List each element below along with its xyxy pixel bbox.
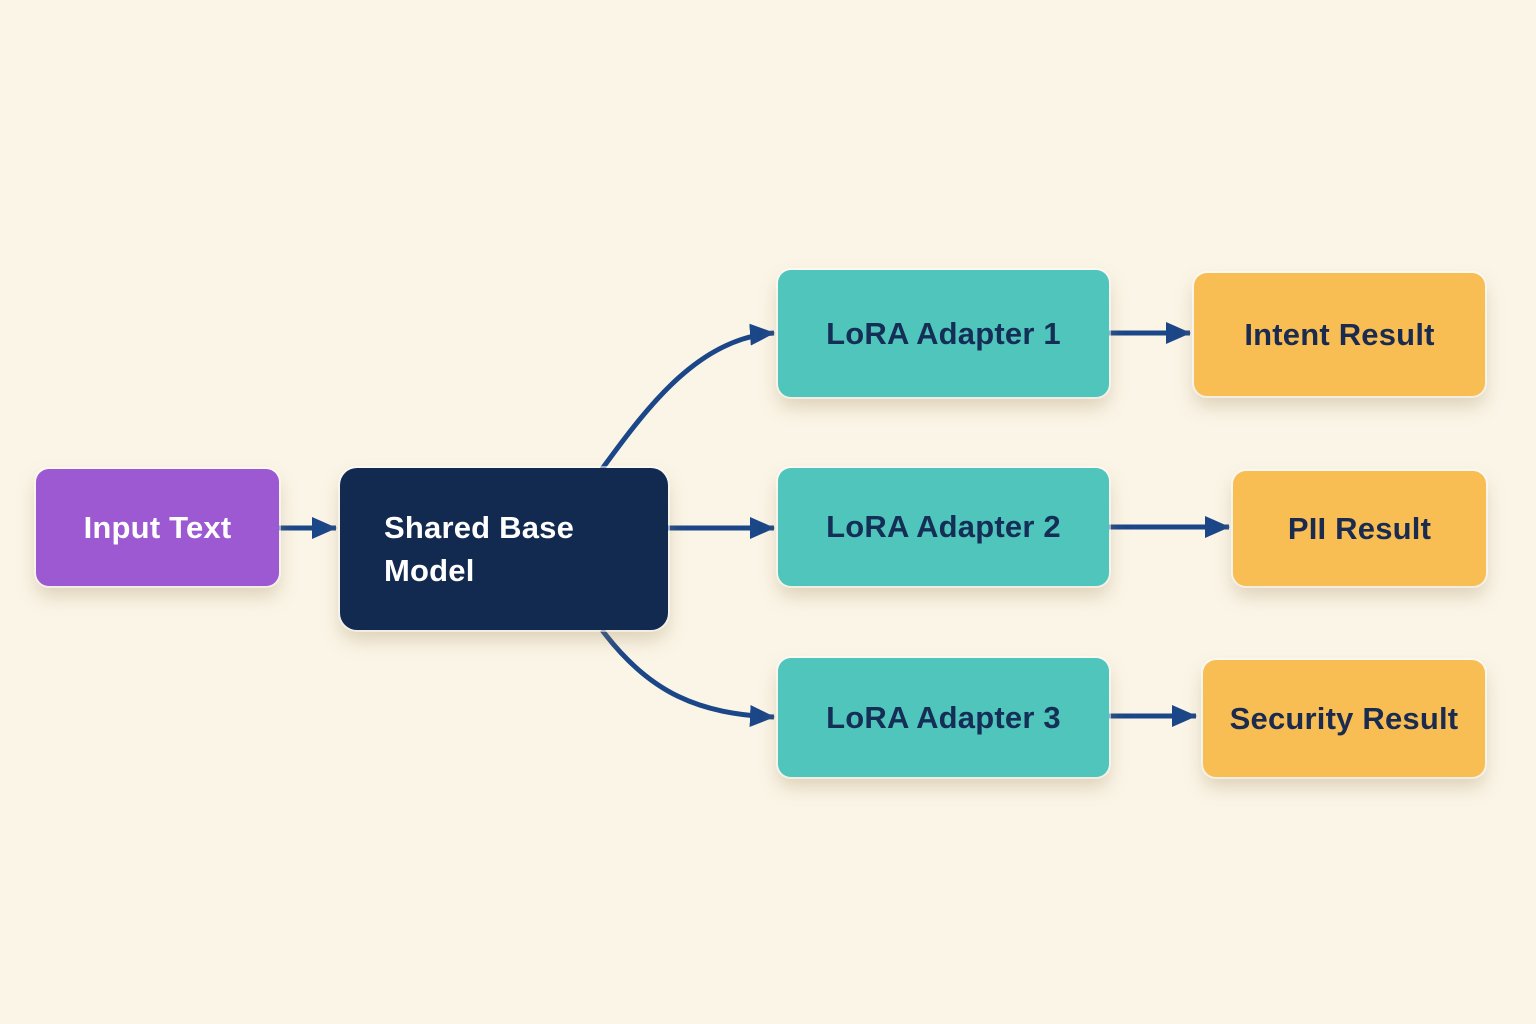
node-shared-base-model: Shared Base Model — [340, 468, 668, 630]
node-pii-result-label: PII Result — [1287, 510, 1432, 546]
node-lora-adapter-2: LoRA Adapter 2 — [778, 468, 1109, 586]
node-security-result: Security Result — [1203, 660, 1485, 777]
node-intent-result: Intent Result — [1194, 273, 1485, 396]
node-intent-result-label: Intent Result — [1244, 316, 1435, 352]
node-shared-base-model-label: Shared Base Model — [384, 509, 575, 588]
node-lora-adapter-3: LoRA Adapter 3 — [778, 658, 1109, 777]
node-lora-adapter-2-label: LoRA Adapter 2 — [826, 509, 1061, 545]
edge-base-to-adapter1 — [599, 323, 775, 471]
node-lora-adapter-1-label: LoRA Adapter 1 — [826, 315, 1061, 351]
node-input-text: Input Text — [36, 469, 279, 586]
node-lora-adapter-3-label: LoRA Adapter 3 — [826, 699, 1061, 735]
node-pii-result: PII Result — [1233, 471, 1486, 586]
node-security-result-label: Security Result — [1229, 700, 1459, 736]
edge-base-to-adapter3 — [600, 628, 775, 728]
node-input-text-label: Input Text — [83, 509, 232, 545]
node-lora-adapter-1: LoRA Adapter 1 — [778, 270, 1109, 397]
